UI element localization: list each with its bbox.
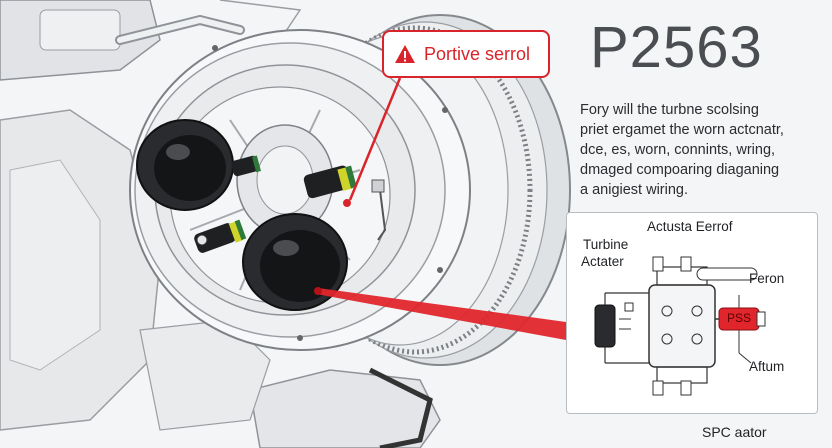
schematic-right-label-top: Feron [749,271,784,286]
schematic-title: Actusta Eerrof [647,219,733,234]
callout-pointer-dot [343,199,351,207]
description-line: Fory will the turbne scolsing [580,100,820,120]
description-line: priet ergamet the worn actcnatr, [580,120,820,140]
schematic-right-label-bottom: Aftum [749,359,784,374]
turbine-actuator-module [595,305,615,347]
description-line: dce, es, worn, connints, wring, [580,140,820,160]
pss-sensor-label: PSS [727,311,751,325]
actuator-cap-left [137,120,233,210]
description-line: a anigiest wiring. [580,180,820,200]
warning-callout: Portive serrol [382,30,550,78]
warning-triangle-icon [394,44,416,64]
wiring-schematic-panel: Actusta Eerrof Turbine Actater Feron Aft… [566,212,818,414]
warning-callout-text: Portive serrol [424,44,530,65]
description-line: dmaged compoaring diaganing [580,160,820,180]
schematic-pointer-dot [314,287,322,295]
fault-code-title: P2563 [590,14,763,81]
fault-description: Fory will the turbne scolsing priet erga… [580,100,820,200]
schematic-left-label-line2: Actater [581,254,624,269]
image-caption: SPC aator [702,424,767,440]
schematic-left-label-line1: Turbine [583,237,628,252]
actuator-body [649,285,715,367]
